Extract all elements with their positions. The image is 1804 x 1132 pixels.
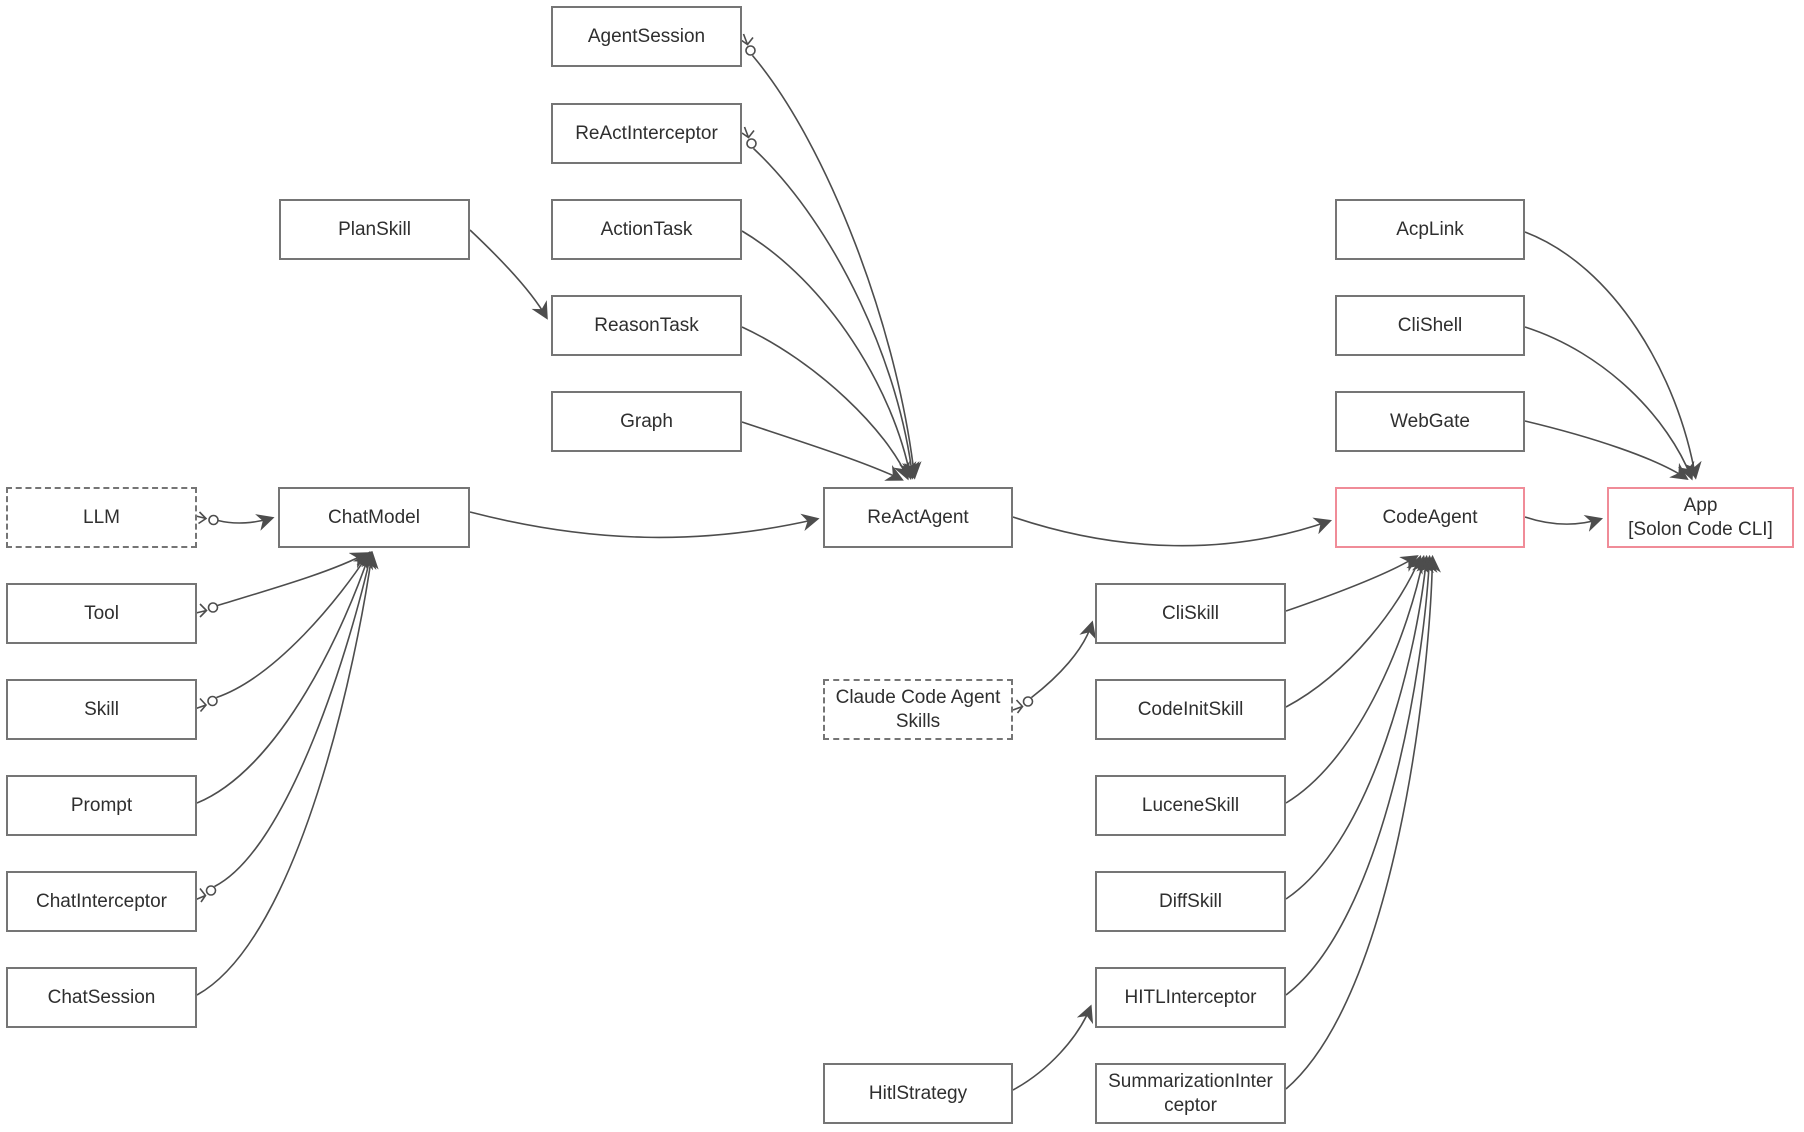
node-diffskill: DiffSkill <box>1095 871 1286 932</box>
node-label: CodeInitSkill <box>1137 698 1244 720</box>
node-label: Claude Code Agent Skills <box>835 686 1001 732</box>
edge-graph-to-reactagent <box>741 421 904 481</box>
node-clishell: CliShell <box>1335 295 1525 356</box>
node-chatsession: ChatSession <box>6 967 197 1028</box>
node-planskill: PlanSkill <box>279 199 470 260</box>
edge-webgate-to-app <box>1524 420 1689 480</box>
node-codeinitskill: CodeInitSkill <box>1095 679 1286 740</box>
node-reactinterceptor: ReActInterceptor <box>551 103 742 164</box>
node-tool: Tool <box>6 583 197 644</box>
node-chatinterceptor: ChatInterceptor <box>6 871 197 932</box>
node-label: Graph <box>620 410 673 432</box>
node-cliskill: CliSkill <box>1095 583 1286 644</box>
node-luceneskill: LuceneSkill <box>1095 775 1286 836</box>
node-claude-code-agent-skills: Claude Code Agent Skills <box>823 679 1013 740</box>
node-label: Tool <box>84 602 119 624</box>
edge-prompt-to-chatmodel <box>196 550 374 804</box>
edge-chatsession-to-chatmodel <box>196 550 379 996</box>
node-chatmodel: ChatModel <box>278 487 470 548</box>
edge-cliskill-to-codeagent <box>1285 555 1419 612</box>
edge-luceneskill-to-codeagent <box>1285 554 1430 804</box>
node-label: CliSkill <box>1162 602 1219 624</box>
node-label: App [Solon Code CLI] <box>1628 494 1773 540</box>
node-prompt: Prompt <box>6 775 197 836</box>
edge-clishell-to-app <box>1524 326 1695 481</box>
edge-claudeskills-to-cliskill <box>1012 620 1097 714</box>
edge-agentsession-to-reactagent <box>740 33 922 480</box>
edge-reactinterceptor-to-reactagent <box>741 126 920 480</box>
node-webgate: WebGate <box>1335 391 1525 452</box>
edge-summarizationinterceptor-to-codeagent <box>1285 554 1441 1090</box>
edge-chatinterceptor-to-chatmodel <box>195 550 377 903</box>
node-actiontask: ActionTask <box>551 199 742 260</box>
node-label: PlanSkill <box>338 218 411 240</box>
node-label: Skill <box>84 698 119 720</box>
node-graph: Graph <box>551 391 742 452</box>
node-label: LuceneSkill <box>1141 794 1240 816</box>
node-label: CliShell <box>1397 314 1463 336</box>
node-label: ChatModel <box>328 506 420 528</box>
node-codeagent: CodeAgent <box>1335 487 1525 548</box>
node-summarizationinterceptor: SummarizationInterceptor <box>1095 1063 1286 1124</box>
node-label: ReActAgent <box>867 506 969 528</box>
node-label: SummarizationInterceptor <box>1108 1070 1273 1116</box>
edge-planskill-to-reasontask <box>469 229 548 320</box>
node-label: ChatInterceptor <box>36 890 167 912</box>
node-label: DiffSkill <box>1159 890 1222 912</box>
edge-reasontask-to-reactagent <box>741 326 910 481</box>
node-label: HITLInterceptor <box>1124 986 1257 1008</box>
node-acplink: AcpLink <box>1335 199 1525 260</box>
node-skill: Skill <box>6 679 197 740</box>
node-reasontask: ReasonTask <box>551 295 742 356</box>
edge-llm-to-chatmodel <box>195 511 275 531</box>
edge-codeagent-to-app <box>1524 515 1604 532</box>
edge-reactagent-to-codeagent <box>1012 516 1332 547</box>
node-label: WebGate <box>1390 410 1470 432</box>
edge-tool-to-chatmodel <box>195 552 369 618</box>
node-label: LLM <box>83 506 120 528</box>
edge-chatmodel-to-reactagent <box>469 511 820 539</box>
edge-codeinitskill-to-codeagent <box>1285 555 1423 708</box>
node-app: App [Solon Code CLI] <box>1607 487 1794 548</box>
node-llm: LLM <box>6 487 197 548</box>
node-agentsession: AgentSession <box>551 6 742 67</box>
node-label: AcpLink <box>1396 218 1464 240</box>
node-reactagent: ReActAgent <box>823 487 1013 548</box>
node-label: ActionTask <box>600 218 693 240</box>
node-label: CodeAgent <box>1382 506 1478 528</box>
node-label: ReActInterceptor <box>575 122 718 144</box>
edge-skill-to-chatmodel <box>195 551 370 713</box>
node-label: HitlStrategy <box>868 1082 968 1104</box>
edge-hitlstrategy-to-hitlinterceptor <box>1012 1004 1094 1091</box>
node-hitlinterceptor: HITLInterceptor <box>1095 967 1286 1028</box>
edge-hitlinterceptor-to-codeagent <box>1285 554 1438 996</box>
node-label: ReasonTask <box>594 314 699 336</box>
edge-diffskill-to-codeagent <box>1285 554 1434 900</box>
edge-actiontask-to-reactagent <box>741 230 917 481</box>
node-label: ChatSession <box>47 986 156 1008</box>
node-hitlstrategy: HitlStrategy <box>823 1063 1013 1124</box>
node-label: Prompt <box>70 794 133 816</box>
node-label: AgentSession <box>587 25 706 47</box>
edge-acplink-to-app <box>1524 231 1702 480</box>
